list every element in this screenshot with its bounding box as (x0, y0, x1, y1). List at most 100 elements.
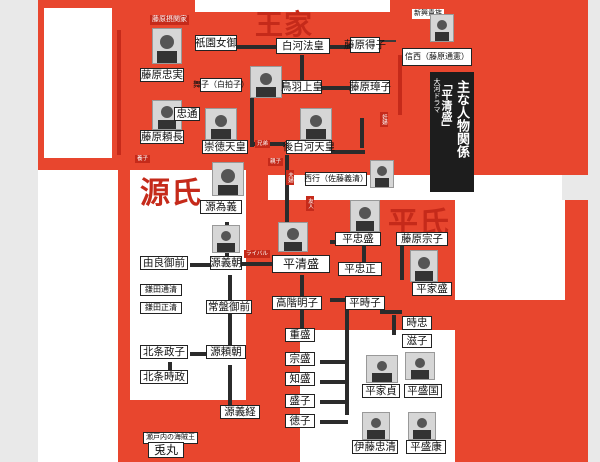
node-gion: 祇園女御 (195, 35, 237, 51)
line-yura-yoshitomo (190, 263, 210, 267)
node-tadamichi: 忠通 (174, 107, 200, 121)
panel-title: 「平清盛」 (440, 78, 453, 133)
tag-ranshi: 養子 (135, 155, 151, 164)
tag-fuufu: 夫婦 (286, 170, 295, 185)
portrait-goshirakawa (300, 108, 332, 140)
portrait-iesada (366, 355, 398, 383)
node-tadamasa: 平忠正 (338, 262, 382, 276)
node-goshirakawa: 後白河天皇 (282, 140, 336, 154)
line-tokushi-shinzei (380, 40, 396, 42)
node-tokiwa: 常盤御前 (206, 300, 252, 314)
line-masako-tokimasa (168, 362, 172, 374)
portrait-yorinaga (152, 100, 182, 130)
node-tadamori: 平忠盛 (335, 232, 381, 246)
line-kiyomori-tokiko (300, 275, 304, 297)
line-tadamori-tadamasa (362, 240, 366, 270)
tag-rival: ライバル (244, 250, 270, 259)
line-tamako-down (360, 118, 364, 148)
line-tokitada-shigeko (392, 315, 396, 335)
node-tadakiyo: 伊藤忠清 (352, 440, 398, 454)
oke-header: 王家 (255, 8, 314, 41)
portrait-tameyoshi (212, 162, 244, 196)
shinko-kizoku-label: 新興貴族 (412, 9, 444, 19)
node-shigeko: 滋子 (402, 334, 432, 348)
line-tokiko2-tokitada (380, 310, 402, 314)
node-morikuni: 平盛国 (404, 384, 442, 398)
panel-subtitle: 主な人物関係 (454, 80, 469, 158)
panel-small: 大河ドラマ (433, 78, 441, 113)
node-yorinaga: 藤原頼長 (140, 130, 184, 144)
line-shirakawa-toba (300, 55, 304, 85)
node-yura: 由良御前 (140, 256, 188, 270)
line-tokiwa-yoritomo (228, 305, 232, 350)
left-margin (0, 0, 38, 462)
node-yoshitsune: 源義経 (220, 405, 260, 419)
node-iemori: 平家盛 (412, 282, 452, 296)
genji-header: 源氏 (140, 176, 202, 211)
node-kamata-michikiyo: 鎌田通清 (140, 284, 182, 296)
node-kamata-masakiyo: 鎌田正清 (140, 302, 182, 314)
line-child-tomomori (320, 380, 348, 384)
portrait-saigyo (370, 160, 394, 188)
node-usamaru: 兎丸 (148, 442, 184, 458)
node-tokiko: 高階明子 (272, 296, 322, 310)
fujiwara-box (44, 8, 112, 158)
node-hojo-tokimasa: 北条時政 (140, 370, 188, 384)
node-kiyomori: 平清盛 (272, 255, 330, 273)
node-tameyoshi: 源為義 (200, 200, 242, 214)
line-child-tokuko (320, 420, 348, 424)
line-masako-yoritomo (190, 352, 220, 356)
line-goshirakawa-kiyomori (285, 155, 289, 225)
node-saigyo: 西行（佐藤義清） (304, 172, 368, 186)
title-panel: 大河ドラマ 「平清盛」 主な人物関係 (430, 72, 474, 192)
node-tamako-shirabyoshi: 舞子（白拍子） (193, 78, 249, 92)
portrait-sutoku (205, 108, 237, 140)
portrait-shinzei (430, 14, 454, 42)
line-yoshitomo-tokiwa (228, 275, 232, 305)
node-iesada: 平家貞 (362, 384, 400, 398)
tag-kyoudai: 兄弟 (255, 140, 271, 149)
fujiwara-bar (117, 30, 121, 155)
line-munako-iemori (400, 240, 404, 280)
node-fujiwara-tamako: 藤原璋子 (349, 80, 391, 94)
node-munako: 藤原宗子 (396, 232, 448, 246)
node-yoritomo: 源頼朝 (206, 345, 246, 359)
node-moriko: 盛子 (285, 394, 315, 408)
tag-oyako: 親子 (268, 158, 284, 167)
node-tokitada: 時忠 (402, 316, 432, 330)
portrait-yoshitomo (212, 225, 240, 253)
line-yoritomo-yoshitsune (228, 365, 232, 407)
node-hojo-masako: 北条政子 (140, 345, 188, 359)
node-tomomori: 知盛 (285, 372, 315, 386)
portrait-toba (250, 66, 282, 98)
node-tokuko: 徳子 (285, 414, 315, 428)
node-fujiwara-tokushi: 藤原得子 (344, 37, 386, 53)
node-tokiko2: 平時子 (345, 296, 385, 310)
node-moriyasu: 平盛康 (406, 440, 446, 454)
node-tadazane: 藤原忠実 (140, 68, 184, 82)
node-shinzei: 信西（藤原通憲） (402, 48, 472, 66)
line-goshirakawa-saigyo (330, 150, 365, 154)
shinzei-bar (398, 55, 402, 115)
node-shirakawa: 白河法皇 (276, 38, 330, 54)
portrait-kiyomori (278, 222, 308, 252)
tag-tomo: 友人 (306, 196, 315, 211)
portrait-morikuni (405, 352, 435, 380)
line-rival (242, 262, 272, 266)
line-child-munemori (320, 360, 348, 364)
line-shirakawa-tokushi (330, 45, 350, 49)
node-munemori: 宗盛 (285, 352, 315, 366)
portrait-tadamori (350, 200, 380, 232)
line-tokiko-shigemori (300, 310, 304, 332)
node-yoshitomo: 源義朝 (210, 256, 242, 270)
line-child-moriko (320, 400, 348, 404)
portrait-tadakiyo (362, 412, 390, 440)
portrait-tadazane (152, 28, 182, 64)
line-gion-shirakawa (236, 45, 276, 49)
portrait-iemori (410, 250, 438, 282)
heishi-photo-area (455, 200, 565, 300)
fujiwara-sekkan-label: 藤原摂関家 (150, 15, 189, 25)
node-sutoku: 崇徳天皇 (202, 140, 248, 154)
portrait-moriyasu (408, 412, 436, 440)
